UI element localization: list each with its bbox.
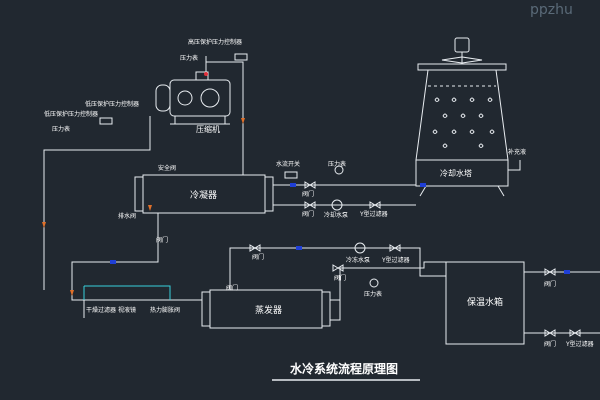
gauge-mid-label: 压力表	[328, 160, 346, 168]
cooling-tower	[415, 37, 509, 197]
low-pressure-ctrl-label: 低压保护压力控制器	[85, 100, 139, 108]
condenser	[134, 174, 274, 214]
valves	[249, 181, 581, 337]
high-pressure-ctrl-label: 高压保护压力控制器	[188, 38, 242, 46]
valve-h-label: 阀门	[544, 340, 556, 348]
valve-f-label: 阀门	[226, 284, 238, 292]
arrow-icon	[241, 118, 245, 124]
valve-d-label: 阀门	[252, 253, 264, 261]
valve-icon	[249, 244, 261, 252]
valve-icon	[544, 268, 556, 276]
cooling-tower-label: 冷却水塔	[440, 168, 472, 178]
arrow-icon	[42, 222, 46, 228]
water-drops	[432, 97, 495, 148]
switch-box	[284, 171, 298, 179]
cyan-lines	[83, 285, 171, 300]
gauge-top-label: 压力表	[180, 54, 198, 62]
valve-icon	[332, 264, 344, 272]
y-filter-1-label: Y型过滤器	[359, 210, 388, 218]
insulated-tank-label: 保温水箱	[467, 296, 503, 308]
flow-marker	[564, 270, 570, 274]
evaporator-label: 蒸发器	[255, 304, 282, 316]
dry-filter-label: 干燥过滤器	[86, 306, 116, 314]
control-box	[99, 117, 113, 125]
chilled-pump-icon	[354, 242, 366, 254]
valve-icon	[544, 329, 556, 337]
watermark: ppzhu	[530, 2, 573, 18]
drain-valve-label: 排水阀	[118, 212, 136, 220]
labels: 高压保护压力控制器 压力表 低压保护压力控制器 低压保护压力控制器 压力表 安全…	[44, 38, 594, 348]
valve-a-label: 阀门	[156, 236, 168, 244]
compressor	[155, 71, 231, 125]
valve-e-label: 阀门	[334, 274, 346, 282]
condenser-label: 冷凝器	[190, 189, 217, 201]
flow-arrows	[42, 118, 245, 296]
compressor-label: 压缩机	[196, 124, 220, 134]
valve-g-label: 阀门	[544, 280, 556, 288]
cooling-pump-icon	[331, 199, 343, 211]
gauge-low-label: 压力表	[364, 290, 382, 298]
low-pressure-ctrl-alt-label: 低压保护压力控制器	[44, 110, 98, 118]
valve-icon	[304, 181, 316, 189]
valve-b-label: 阀门	[302, 190, 314, 198]
valve-icon	[389, 244, 401, 252]
flow-marker	[110, 260, 116, 264]
chilled-pump-label: 冷冻水泵	[346, 256, 370, 264]
sight-glass-label: 视液镜	[118, 306, 136, 314]
expansion-valve-label: 热力膨胀阀	[150, 306, 180, 314]
cooling-pump-label: 冷却水泵	[324, 211, 348, 219]
red-valve	[204, 72, 208, 76]
gauge-icon	[369, 278, 379, 288]
arrow-icon	[148, 205, 152, 211]
valve-icon	[569, 329, 581, 337]
valve-icon	[304, 201, 316, 209]
flow-marker	[290, 183, 296, 187]
safety-valve-label: 安全阀	[158, 164, 176, 172]
y-filter-2-label: Y型过滤器	[381, 256, 410, 264]
insulated-tank	[445, 261, 525, 345]
flow-marker	[420, 183, 426, 187]
valve-c-label: 阀门	[302, 210, 314, 218]
evaporator	[201, 289, 331, 329]
flow-marker	[296, 246, 302, 250]
flow-markers	[110, 183, 570, 274]
valve-icon	[369, 201, 381, 209]
arrow-icon	[70, 290, 74, 296]
water-switch-label: 水流开关	[276, 160, 300, 168]
gauge-left-label: 压力表	[52, 125, 70, 133]
control-boxes	[99, 53, 298, 179]
y-filter-3-label: Y型过滤器	[565, 340, 594, 348]
control-box	[234, 53, 248, 61]
gauge-icon	[334, 165, 344, 175]
diagram-title: 水冷系统流程原理图	[290, 361, 398, 376]
makeup-valve-label: 补充液	[508, 148, 526, 156]
pumps	[331, 165, 379, 288]
